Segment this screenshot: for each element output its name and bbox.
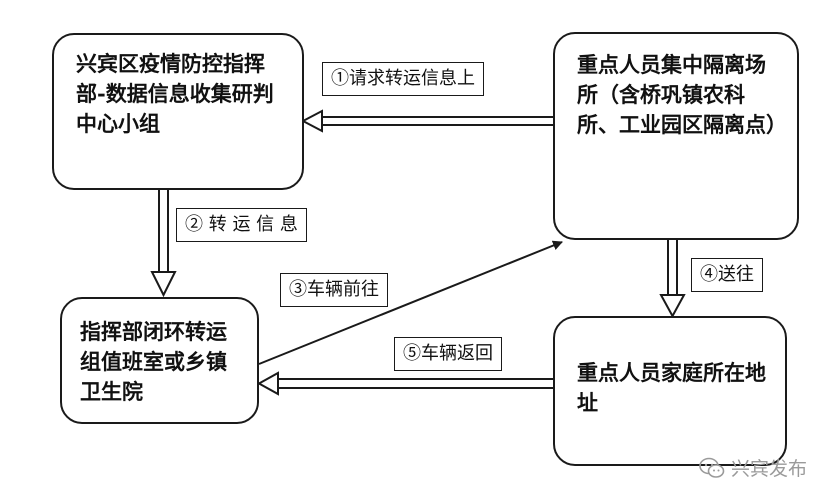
node-home-address: 重点人员家庭所在地址 — [553, 316, 787, 466]
arrow-step3 — [258, 240, 563, 365]
edge-label-step3: ③车辆前往 — [280, 273, 388, 307]
node-isolation-site-label: 重点人员集中隔离场所（含桥巩镇农科所、工业园区隔离点） — [577, 52, 787, 137]
node-isolation-site: 重点人员集中隔离场所（含桥巩镇农科所、工业园区隔离点） — [553, 32, 799, 240]
edge-label-step2: ② 转 运 信 息 — [176, 208, 307, 242]
node-home-address-label: 重点人员家庭所在地址 — [577, 360, 766, 415]
node-duty-room: 指挥部闭环转运组值班室或乡镇卫生院 — [60, 297, 259, 424]
watermark: 兴宾发布 — [699, 454, 807, 481]
node-duty-room-label: 指挥部闭环转运组值班室或乡镇卫生院 — [80, 319, 227, 404]
edge-label-step1: ①请求转运信息上 — [322, 62, 484, 96]
arrow-step4 — [659, 240, 686, 319]
edge-label-step5: ⑤车辆返回 — [394, 337, 502, 371]
arrow-step5 — [256, 371, 553, 396]
arrow-step2 — [150, 190, 177, 298]
arrow-step1 — [300, 109, 553, 133]
watermark-text: 兴宾发布 — [730, 458, 807, 480]
edge-label-step4: ④送往 — [691, 258, 763, 292]
wechat-icon — [699, 457, 725, 478]
node-command-center: 兴宾区疫情防控指挥部-数据信息收集研判中心小组 — [52, 33, 304, 190]
node-command-center-label: 兴宾区疫情防控指挥部-数据信息收集研判中心小组 — [76, 51, 274, 136]
